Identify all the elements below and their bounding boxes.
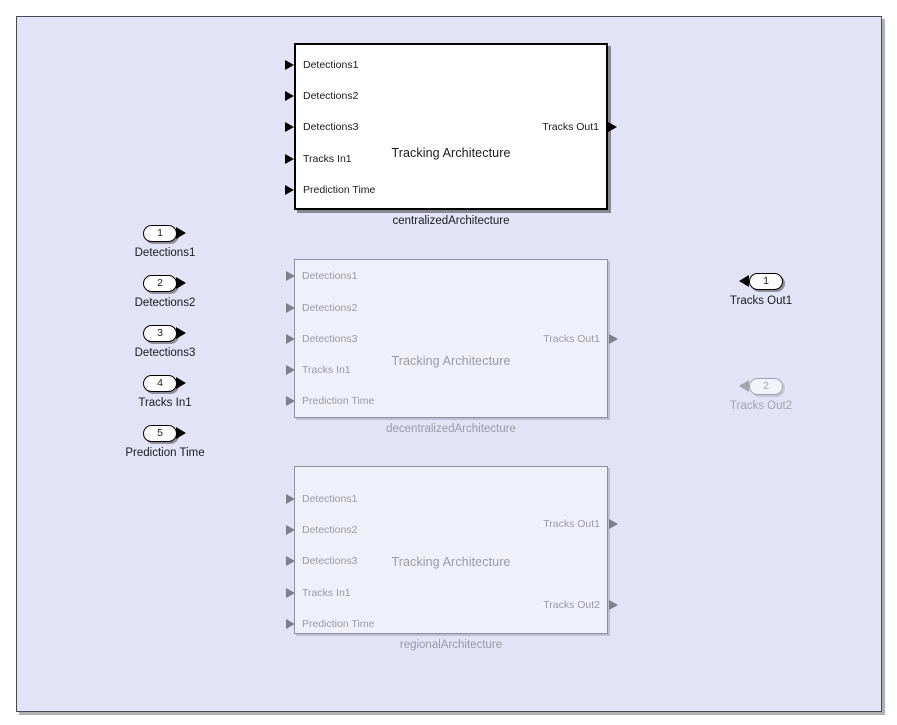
outport-arrow-2 xyxy=(739,380,749,392)
inport-arrow-4 xyxy=(176,377,186,389)
inport-number-5: 5 xyxy=(157,427,163,440)
outport-label-2: Tracks Out2 xyxy=(729,400,793,412)
inport-arrow-1 xyxy=(176,227,186,239)
input-arrow-detections3-regional xyxy=(286,555,295,566)
input-arrow-predictiontime-decentralized xyxy=(286,395,295,406)
outport-label-1: Tracks Out1 xyxy=(729,295,793,307)
block-centralized-architecture[interactable]: Tracking Architecture Detections1 Detect… xyxy=(285,43,617,210)
pin-label-detections1-centralized: Detections1 xyxy=(303,59,359,71)
pin-label-tracksout1-regional: Tracks Out1 xyxy=(543,518,600,530)
pin-label-predictiontime-centralized: Prediction Time xyxy=(303,184,376,196)
inport-pill-4[interactable]: 4 xyxy=(143,375,177,392)
output-arrow-tracksout2-regional xyxy=(609,599,618,610)
inport-label-2: Detections2 xyxy=(134,297,196,309)
pin-label-tracksin1-regional: Tracks In1 xyxy=(302,587,351,599)
output-arrow-tracksout1-decentralized xyxy=(609,333,618,344)
pin-label-predictiontime-regional: Prediction Time xyxy=(302,618,375,630)
pin-label-detections3-decentralized: Detections3 xyxy=(302,333,358,345)
inport-label-1: Detections1 xyxy=(134,247,196,259)
input-arrow-detections3-centralized xyxy=(285,121,294,132)
inport-pill-2[interactable]: 2 xyxy=(143,275,177,292)
inport-number-1: 1 xyxy=(157,227,163,240)
input-arrow-predictiontime-centralized xyxy=(285,184,294,195)
input-arrow-tracksin1-centralized xyxy=(285,153,294,164)
pin-label-tracksout1-decentralized: Tracks Out1 xyxy=(543,333,600,345)
pin-label-detections1-decentralized: Detections1 xyxy=(302,270,358,282)
pin-label-tracksin1-centralized: Tracks In1 xyxy=(303,153,352,165)
input-arrow-predictiontime-regional xyxy=(286,618,295,629)
inport-number-3: 3 xyxy=(157,327,163,340)
block-caption-decentralized-architecture: decentralizedArchitecture xyxy=(386,423,516,435)
pin-label-detections3-regional: Detections3 xyxy=(302,555,358,567)
block-center-label-centralized: Tracking Architecture xyxy=(391,146,511,160)
input-arrow-tracksin1-decentralized xyxy=(286,364,295,375)
block-caption-regional-architecture: regionalArchitecture xyxy=(399,639,503,651)
outport-number-2: 2 xyxy=(763,380,769,393)
input-arrow-detections2-centralized xyxy=(285,90,294,101)
pin-label-tracksout1-centralized: Tracks Out1 xyxy=(542,121,599,133)
input-arrow-detections3-decentralized xyxy=(286,333,295,344)
inport-arrow-5 xyxy=(176,427,186,439)
inport-arrow-3 xyxy=(176,327,186,339)
block-regional-architecture[interactable]: Tracking Architecture Detections1 Detect… xyxy=(286,466,618,634)
outport-pill-2[interactable]: 2 xyxy=(749,378,783,395)
input-arrow-detections1-centralized xyxy=(285,59,294,70)
block-caption-centralized-architecture: centralizedArchitecture xyxy=(392,215,510,227)
pin-label-detections3-centralized: Detections3 xyxy=(303,121,359,133)
inport-pill-5[interactable]: 5 xyxy=(143,425,177,442)
pin-label-tracksin1-decentralized: Tracks In1 xyxy=(302,364,351,376)
block-center-label-regional: Tracking Architecture xyxy=(391,555,511,569)
block-decentralized-architecture[interactable]: Tracking Architecture Detections1 Detect… xyxy=(286,259,618,418)
inport-pill-3[interactable]: 3 xyxy=(143,325,177,342)
block-center-label-decentralized: Tracking Architecture xyxy=(391,354,511,368)
pin-label-detections1-regional: Detections1 xyxy=(302,493,358,505)
input-arrow-detections1-regional xyxy=(286,493,295,504)
inport-pill-1[interactable]: 1 xyxy=(143,225,177,242)
input-arrow-detections1-decentralized xyxy=(286,270,295,281)
inport-label-5: Prediction Time xyxy=(125,447,205,459)
inport-arrow-2 xyxy=(176,277,186,289)
input-arrow-tracksin1-regional xyxy=(286,587,295,598)
outport-number-1: 1 xyxy=(763,275,769,288)
pin-label-predictiontime-decentralized: Prediction Time xyxy=(302,395,375,407)
pin-label-tracksout2-regional: Tracks Out2 xyxy=(543,599,600,611)
outport-arrow-1 xyxy=(739,275,749,287)
output-arrow-tracksout1-regional xyxy=(609,518,618,529)
inport-label-4: Tracks In1 xyxy=(138,397,192,409)
pin-label-detections2-regional: Detections2 xyxy=(302,524,358,536)
output-arrow-tracksout1-centralized xyxy=(608,121,617,132)
inport-number-4: 4 xyxy=(157,377,163,390)
simulink-canvas[interactable]: Tracking Architecture Detections1 Detect… xyxy=(16,16,882,712)
pin-label-detections2-decentralized: Detections2 xyxy=(302,302,358,314)
input-arrow-detections2-regional xyxy=(286,524,295,535)
input-arrow-detections2-decentralized xyxy=(286,302,295,313)
inport-label-3: Detections3 xyxy=(134,347,196,359)
inport-number-2: 2 xyxy=(157,277,163,290)
pin-label-detections2-centralized: Detections2 xyxy=(303,90,359,102)
outport-pill-1[interactable]: 1 xyxy=(749,273,783,290)
